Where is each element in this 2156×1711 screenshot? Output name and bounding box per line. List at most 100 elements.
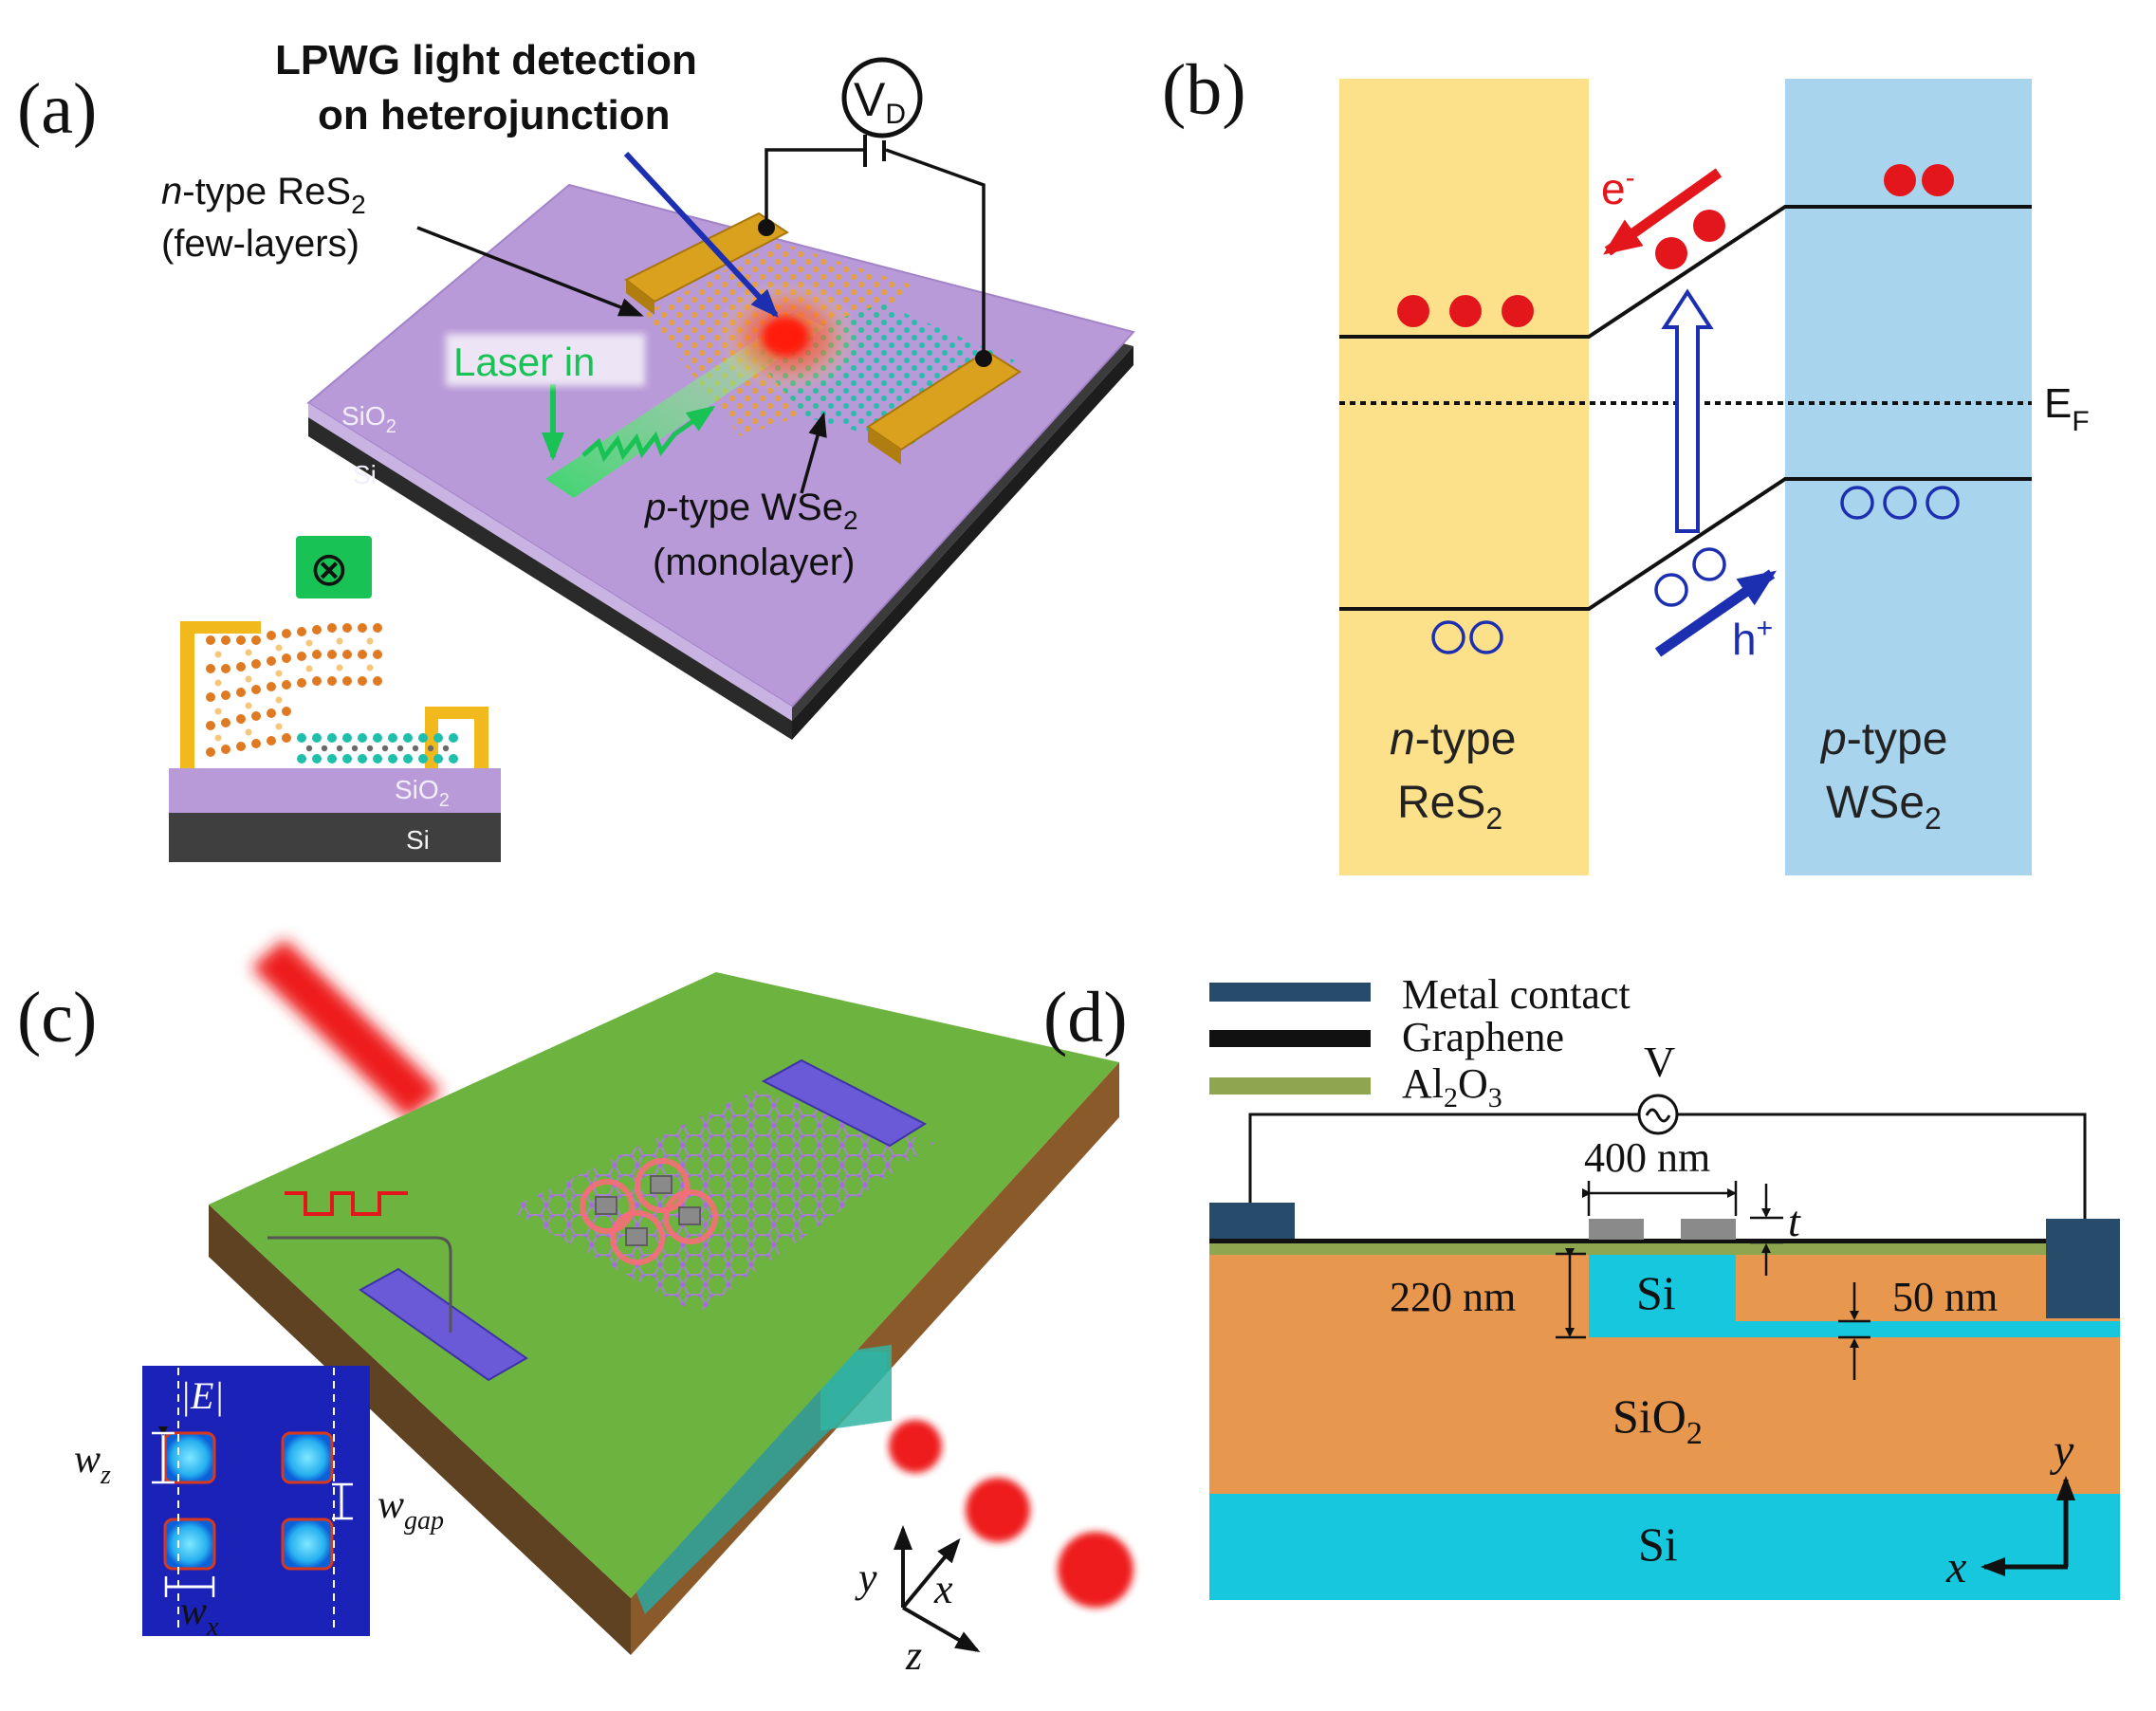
hole-label: h+ bbox=[1732, 613, 1773, 664]
graphene-layer bbox=[1209, 1239, 2120, 1243]
panel-a-tag: (a) bbox=[17, 69, 97, 149]
inset-res2-layers bbox=[206, 623, 382, 757]
panel-d: (d) Metal contact Graphene Al2O3 V Si Si… bbox=[1043, 971, 2120, 1600]
legend-al2o3-label: Al2O3 bbox=[1402, 1060, 1502, 1113]
voltmeter-circle bbox=[841, 57, 923, 138]
panel-a-title-line2: on heterojunction bbox=[318, 92, 671, 138]
dim-400-label: 400 nm bbox=[1584, 1134, 1710, 1181]
si-label: Si bbox=[353, 460, 377, 489]
ntype-pointer bbox=[416, 226, 644, 317]
metal-contact-left bbox=[1209, 1203, 1295, 1239]
wx-label: wx bbox=[180, 1590, 219, 1642]
electron-flow-arrow bbox=[1603, 168, 1723, 256]
laser-wave bbox=[581, 405, 716, 463]
panel-b-tag: (b) bbox=[1162, 50, 1246, 130]
ntype-res2-label: n-type ReS2 bbox=[161, 171, 366, 219]
panel-d-circuit bbox=[1248, 1113, 2087, 1219]
inset-sio2-label: SiO2 bbox=[395, 775, 450, 811]
antenna-right bbox=[1681, 1219, 1736, 1240]
contact-dot-right bbox=[975, 350, 992, 367]
axis-x-label-d: x bbox=[1945, 1542, 1966, 1592]
axis-x-label: x bbox=[933, 1566, 953, 1612]
field-map-label: |E| bbox=[180, 1374, 224, 1417]
inset-si-label: Si bbox=[406, 825, 430, 855]
graphene-sheet bbox=[507, 1091, 934, 1314]
si-substrate-side bbox=[308, 417, 792, 740]
antenna-left bbox=[1589, 1219, 1644, 1240]
inset-sio2 bbox=[169, 768, 501, 813]
output-dot-1 bbox=[889, 1420, 942, 1473]
axis-y-label: y bbox=[855, 1555, 877, 1601]
field-map-inset: |E| bbox=[142, 1366, 370, 1636]
legend-swatch-graphene bbox=[1209, 1030, 1371, 1047]
axis-z-label: z bbox=[905, 1632, 922, 1679]
wz-label: wz bbox=[74, 1438, 111, 1490]
panel-b: (b) EF e- bbox=[1162, 50, 2090, 875]
electrode-left-side bbox=[626, 280, 654, 315]
ac-source-wave bbox=[1645, 1108, 1671, 1123]
electrons bbox=[1397, 164, 1954, 327]
ptype-region-line1: p-type bbox=[1819, 714, 1947, 764]
circuit-wire bbox=[765, 148, 986, 356]
electron-label: e- bbox=[1601, 162, 1635, 213]
voltmeter-label: VD bbox=[854, 73, 906, 130]
electrode-right-side bbox=[868, 427, 901, 465]
detection-hotspot bbox=[763, 318, 808, 356]
hole-flow-arrow bbox=[1654, 569, 1777, 657]
inset-wse2-layer bbox=[297, 733, 458, 764]
cross-section-inset: ⊗ Si SiO2 bbox=[169, 536, 501, 862]
legend-metal-label: Metal contact bbox=[1402, 971, 1631, 1018]
field-map-bg bbox=[142, 1366, 370, 1636]
al2o3-layer bbox=[1209, 1242, 2120, 1255]
voltage-label: V bbox=[1644, 1038, 1675, 1086]
laser-in-backdrop bbox=[446, 334, 645, 386]
conduction-band bbox=[1339, 205, 2032, 339]
wgap-label: wgap bbox=[378, 1483, 444, 1536]
ptype-wse2-label: p-type WSe2 bbox=[644, 487, 858, 535]
readout-wire bbox=[267, 1236, 452, 1333]
dim-t-label: t bbox=[1788, 1197, 1801, 1245]
sio2-label-d: SiO2 bbox=[1612, 1389, 1703, 1451]
inset-si bbox=[169, 813, 501, 862]
legend-graphene-label: Graphene bbox=[1402, 1014, 1564, 1060]
sio2-layer bbox=[306, 183, 1135, 708]
valence-band bbox=[1339, 477, 2032, 611]
legend-swatch-al2o3 bbox=[1209, 1077, 1371, 1095]
metal-contact-right bbox=[2046, 1219, 2120, 1318]
inset-res2-dots-light bbox=[214, 637, 374, 742]
panel-a: (a) LPWG light detection on heterojuncti… bbox=[17, 37, 1135, 862]
excitation-arrow bbox=[1661, 288, 1714, 533]
ptype-pointer bbox=[800, 412, 827, 494]
panel-a-title-line1: LPWG light detection bbox=[275, 37, 697, 83]
panel-c: (c) bbox=[17, 939, 1133, 1679]
sio2-edge bbox=[308, 403, 792, 721]
incident-beam bbox=[251, 939, 441, 1119]
inset-contact-left bbox=[180, 621, 261, 768]
output-dot-2 bbox=[966, 1478, 1030, 1542]
holes bbox=[1431, 486, 1960, 654]
legend-swatch-metal bbox=[1209, 983, 1371, 1002]
electrode-near bbox=[359, 1267, 528, 1382]
monolayer-label: (monolayer) bbox=[653, 542, 855, 583]
ptype-region-line2: WSe2 bbox=[1826, 778, 1942, 836]
contact-dot-left bbox=[758, 219, 775, 236]
ntype-region-line2: ReS2 bbox=[1397, 778, 1502, 836]
inset-wse2-mid bbox=[305, 745, 450, 752]
electrode-far bbox=[761, 1058, 928, 1148]
fermi-label: EF bbox=[2044, 380, 2090, 437]
few-layers-label: (few-layers) bbox=[161, 223, 359, 265]
incident-light-arrow bbox=[623, 151, 779, 318]
panel-c-tag: (c) bbox=[17, 978, 97, 1058]
output-dot-3 bbox=[1058, 1532, 1133, 1608]
nanoantennas bbox=[580, 1158, 718, 1265]
si-rib-waveguide bbox=[1589, 1254, 2120, 1337]
dim-50-label: 50 nm bbox=[1892, 1274, 1998, 1320]
ntype-region-line1: n-type bbox=[1390, 714, 1516, 764]
panel-c-axes: y x z bbox=[855, 1525, 981, 1679]
pulse-signal bbox=[285, 1191, 408, 1216]
si-substrate bbox=[1209, 1494, 2120, 1600]
chip-side-left bbox=[209, 1205, 631, 1655]
si-rib-label: Si bbox=[1636, 1266, 1676, 1319]
inset-field-symbol: ⊗ bbox=[309, 543, 349, 596]
laser-in-label: Laser in bbox=[453, 340, 595, 384]
